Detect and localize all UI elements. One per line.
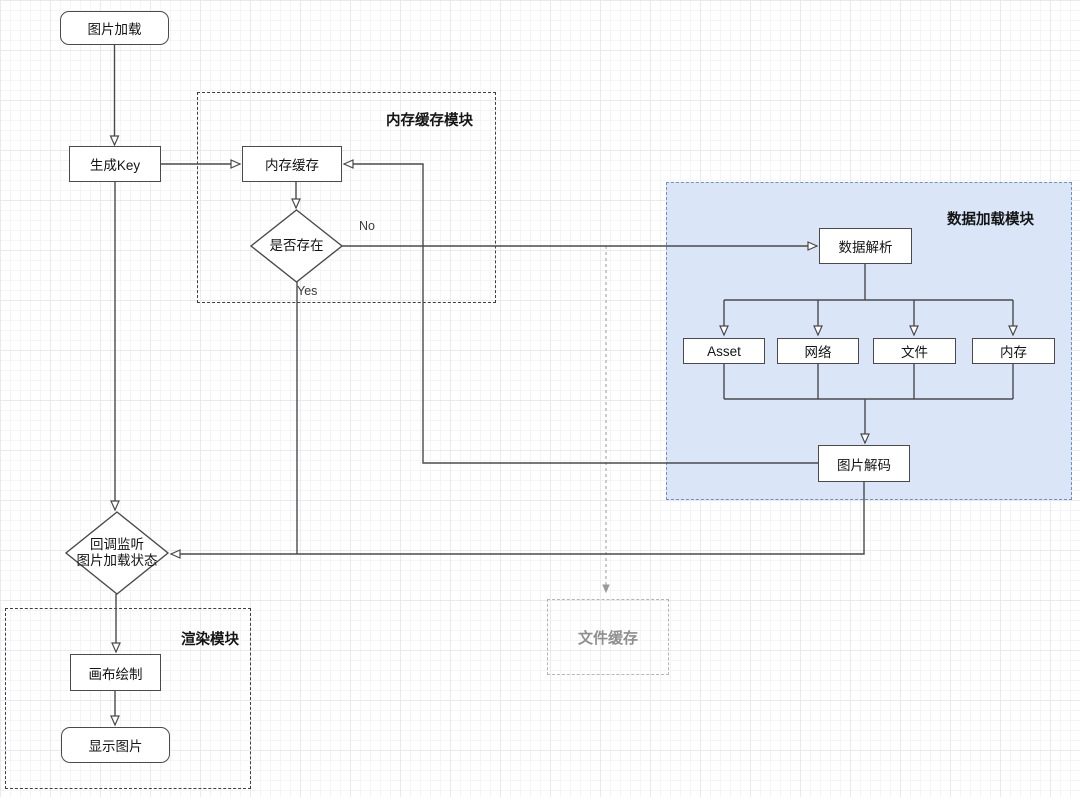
display-image-node[interactable]: 显示图片 (61, 727, 170, 763)
edge-decode-to-callback (169, 482, 865, 559)
edge-branch-segments (296, 264, 1014, 554)
file-cache-label: 文件缓存 (577, 629, 638, 647)
exists-check-diamond[interactable] (249, 209, 344, 283)
source-network-node[interactable]: 网络 (777, 338, 859, 364)
file-cache-node[interactable]: 文件缓存 (547, 599, 669, 675)
canvas-draw-node[interactable]: 画布绘制 (70, 654, 161, 691)
data-parse-node[interactable]: 数据解析 (819, 228, 912, 264)
image-load-node[interactable]: 图片加载 (60, 11, 169, 45)
edge-decode-to-memory-cache (342, 159, 818, 464)
source-memory-node[interactable]: 内存 (972, 338, 1055, 364)
callback-listen-diamond[interactable] (64, 511, 170, 595)
render-module-title: 渲染模块 (181, 632, 239, 648)
render-module-container[interactable]: 渲染模块 (5, 608, 251, 789)
data-load-module-title: 数据加载模块 (947, 212, 1034, 228)
memory-cache-module-title: 内存缓存模块 (386, 113, 473, 129)
memory-cache-node[interactable]: 内存缓存 (242, 146, 342, 182)
memory-cache-module-container[interactable]: 内存缓存模块 (197, 92, 496, 303)
source-asset-node[interactable]: Asset (683, 338, 765, 364)
image-decode-node[interactable]: 图片解码 (818, 445, 910, 482)
edge-label-no: No (359, 219, 375, 233)
generate-key-node[interactable]: 生成Key (69, 146, 161, 182)
source-file-node[interactable]: 文件 (873, 338, 956, 364)
edge-label-yes: Yes (297, 284, 318, 298)
